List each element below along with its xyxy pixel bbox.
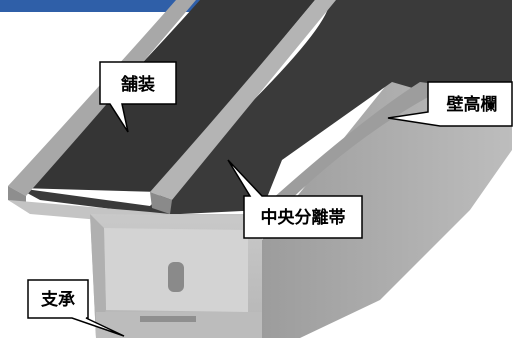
girder-side-face: [260, 78, 512, 338]
box-girder-web-left: [90, 214, 106, 338]
callout-wall-railing: 壁高欄: [387, 81, 513, 127]
girder-opening: [168, 262, 184, 292]
label-median-strip: 中央分離帯: [261, 207, 346, 228]
label-pavement: 舗装: [120, 74, 155, 95]
callout-pavement: 舗装: [99, 61, 177, 133]
callout-median-strip: 中央分離帯: [227, 159, 363, 239]
label-wall-railing: 壁高欄: [447, 94, 498, 115]
median-strip: [150, 0, 336, 200]
pavement-surface: [18, 0, 512, 215]
median-strip-face: [150, 192, 172, 214]
girder-bottom-slot: [140, 316, 196, 322]
label-bearing: 支承: [41, 289, 75, 310]
callout-bearing: 支承: [27, 279, 125, 337]
